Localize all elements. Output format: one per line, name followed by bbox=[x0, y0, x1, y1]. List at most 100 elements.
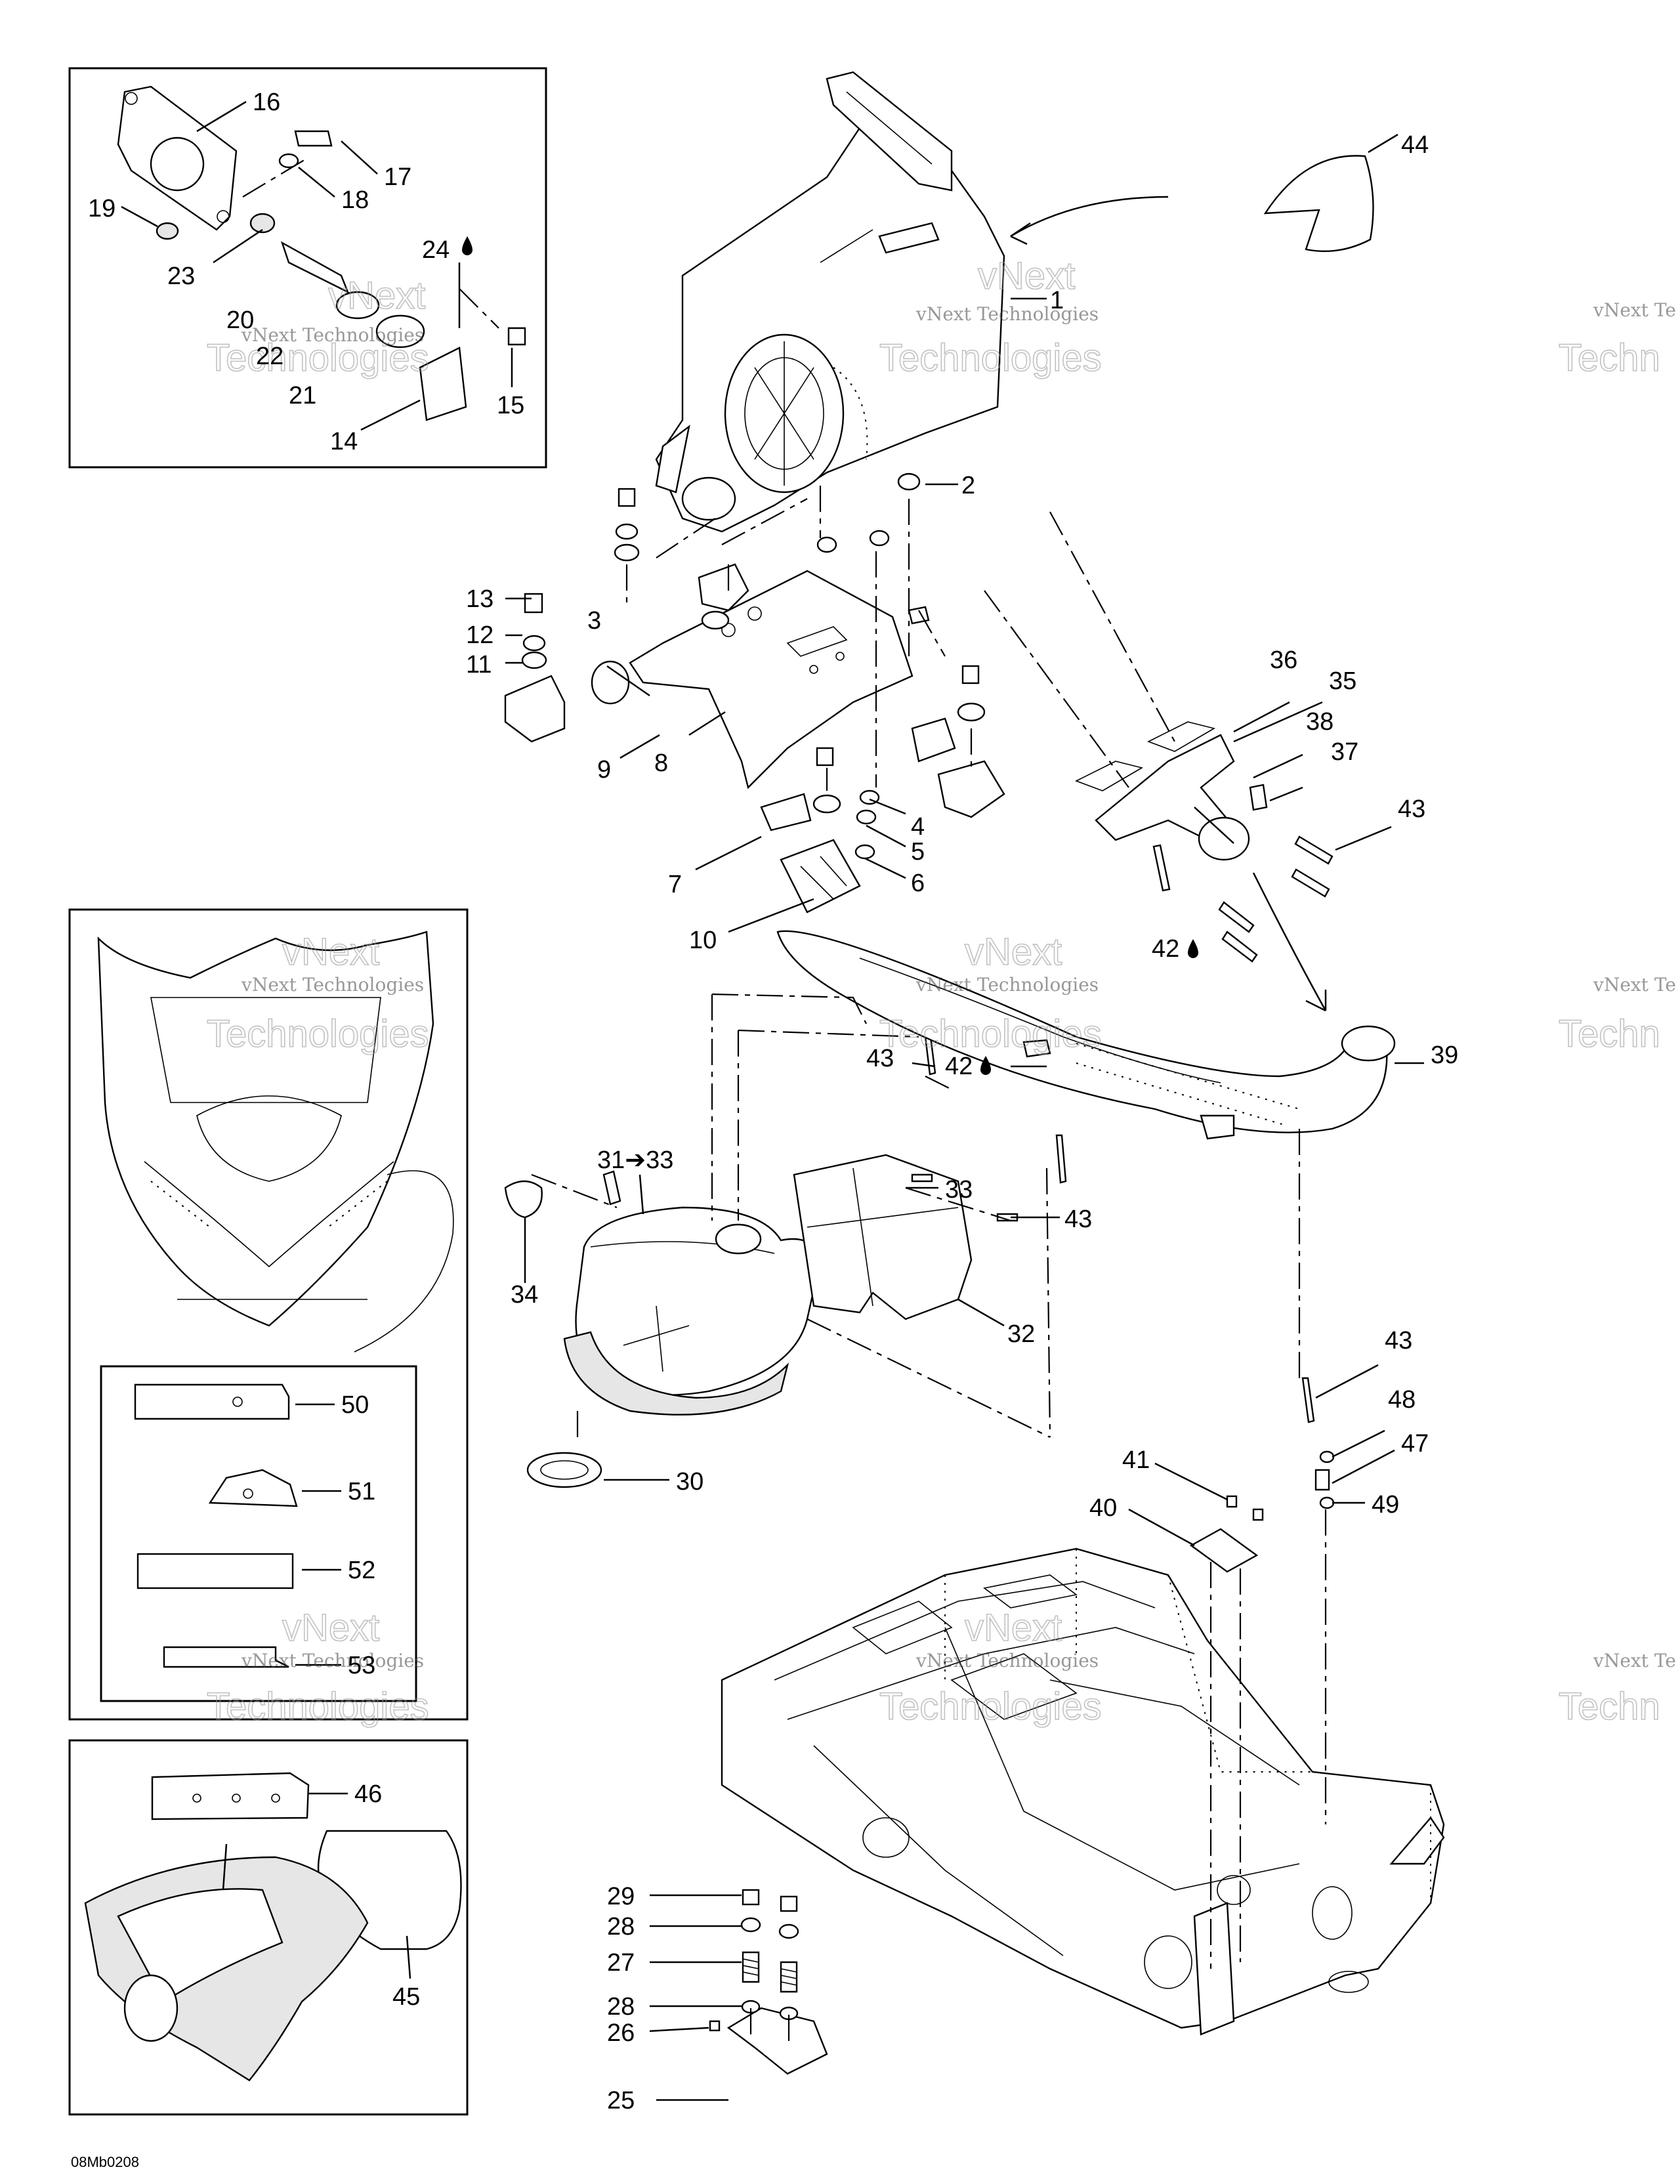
callout-44: 44 bbox=[1401, 131, 1429, 159]
callout-27: 27 bbox=[607, 1949, 635, 1977]
callout-15: 15 bbox=[497, 392, 524, 419]
watermark-text: vNext Technologies bbox=[915, 1650, 1099, 1671]
drop-icon-42b bbox=[980, 1056, 991, 1075]
callout-52: 52 bbox=[348, 1557, 375, 1584]
callout-19: 19 bbox=[88, 195, 116, 222]
callout-6: 6 bbox=[911, 870, 925, 897]
watermark-large: vNext bbox=[965, 931, 1062, 973]
callout-7: 7 bbox=[668, 871, 682, 898]
watermark-large: vNext bbox=[965, 1606, 1062, 1649]
callout-31-33: 31➔33 bbox=[597, 1146, 673, 1174]
watermark-large: Technologies bbox=[207, 337, 429, 379]
watermark-large: vNext bbox=[978, 255, 1075, 297]
engine-mount-hardware bbox=[504, 472, 1005, 914]
engine bbox=[655, 71, 1005, 533]
callout-20: 20 bbox=[226, 306, 254, 334]
watermark-large-edge: Techn bbox=[1559, 1013, 1660, 1055]
callout-labels: 16 17 18 19 23 24 20 22 21 15 14 1 44 2 … bbox=[71, 89, 1458, 2170]
callout-9: 9 bbox=[597, 756, 611, 784]
engine-assembly-lines bbox=[625, 486, 1175, 791]
part-44-cover bbox=[1263, 155, 1374, 253]
watermark-large: Technologies bbox=[879, 1013, 1102, 1055]
hood-inset-drawing bbox=[97, 931, 454, 1353]
callout-21: 21 bbox=[289, 382, 316, 410]
callout-38: 38 bbox=[1306, 708, 1334, 736]
callout-14: 14 bbox=[330, 428, 358, 455]
callout-37: 37 bbox=[1331, 738, 1358, 766]
watermark-text-edge: vNext Te bbox=[1593, 974, 1676, 996]
callout-53: 53 bbox=[348, 1652, 375, 1679]
watermark-large-edge: Techn bbox=[1559, 337, 1660, 379]
callout-43c: 43 bbox=[1064, 1206, 1092, 1233]
callout-5: 5 bbox=[911, 838, 925, 866]
watermarks: vNext Technologies vNext Technologies vN… bbox=[206, 254, 1676, 1729]
callout-28a: 28 bbox=[607, 1913, 635, 1941]
callout-39: 39 bbox=[1431, 1041, 1458, 1069]
watermark-text: vNext Technologies bbox=[241, 324, 424, 346]
watermark-large: Technologies bbox=[207, 1013, 429, 1055]
callout-24: 24 bbox=[422, 236, 450, 264]
callout-13: 13 bbox=[466, 585, 494, 613]
watermark-large: Technologies bbox=[207, 1685, 429, 1728]
callout-42a: 42 bbox=[1152, 935, 1179, 963]
callout-43a: 43 bbox=[1398, 795, 1425, 823]
callout-29: 29 bbox=[607, 1883, 635, 1910]
callout-35: 35 bbox=[1329, 667, 1356, 695]
decal-shapes bbox=[134, 1383, 298, 1668]
bracket-hardware bbox=[709, 1889, 828, 2075]
chassis-frame bbox=[721, 1547, 1445, 2036]
drawing-code: 08Mb0208 bbox=[71, 2154, 139, 2170]
callout-46: 46 bbox=[354, 1780, 382, 1808]
callout-1: 1 bbox=[1050, 287, 1064, 314]
callout-34: 34 bbox=[511, 1281, 538, 1309]
watermark-large: vNext bbox=[328, 274, 425, 317]
callout-40: 40 bbox=[1089, 1494, 1117, 1522]
callout-42b: 42 bbox=[945, 1053, 973, 1080]
callout-26: 26 bbox=[607, 2019, 635, 2047]
watermark-text: vNext Technologies bbox=[915, 974, 1099, 996]
callout-23: 23 bbox=[167, 262, 195, 290]
callout-3: 3 bbox=[587, 607, 601, 635]
belly-pan-inset-drawing bbox=[84, 1772, 462, 2082]
arrow-head-44 bbox=[1010, 222, 1031, 245]
callout-50: 50 bbox=[341, 1391, 369, 1419]
callout-28b: 28 bbox=[607, 1993, 635, 2021]
watermark-large: vNext bbox=[282, 931, 379, 973]
watermark-text: vNext Technologies bbox=[241, 974, 424, 996]
callout-4: 4 bbox=[911, 813, 925, 841]
watermark-large: Technologies bbox=[879, 337, 1102, 379]
watermark-large: vNext bbox=[282, 1606, 379, 1649]
callout-41: 41 bbox=[1122, 1446, 1150, 1474]
watermark-text: vNext Technologies bbox=[241, 1650, 424, 1671]
lubricant-drop-icons bbox=[462, 236, 1198, 1075]
callout-2: 2 bbox=[961, 472, 975, 499]
engine-mount-inset-drawing bbox=[117, 85, 526, 421]
callout-18: 18 bbox=[341, 186, 369, 214]
callout-16: 16 bbox=[253, 89, 280, 116]
callout-30: 30 bbox=[676, 1468, 704, 1496]
callout-32: 32 bbox=[1007, 1320, 1035, 1348]
callout-47: 47 bbox=[1401, 1430, 1429, 1458]
muffler-assembly bbox=[504, 1154, 1018, 1488]
callout-8: 8 bbox=[654, 749, 668, 777]
tuned-pipe bbox=[776, 872, 1396, 1140]
arrow-44 bbox=[1010, 196, 1169, 238]
callout-43b: 43 bbox=[866, 1045, 894, 1072]
watermark-large: Technologies bbox=[879, 1685, 1102, 1728]
drop-icon-24 bbox=[462, 236, 472, 255]
exhaust-manifold bbox=[1075, 721, 1268, 892]
inset-box-engine-mount bbox=[68, 67, 547, 469]
muffler-assembly-lines bbox=[531, 993, 1051, 1444]
exhaust-springs bbox=[924, 835, 1334, 1423]
callout-48: 48 bbox=[1388, 1386, 1416, 1414]
leader-lines bbox=[121, 100, 1424, 2101]
watermark-text-edge: vNext Te bbox=[1593, 299, 1676, 321]
inset-box-hood bbox=[68, 908, 469, 1721]
inset-box-belly-pan bbox=[68, 1739, 469, 2116]
callout-51: 51 bbox=[348, 1478, 375, 1505]
callout-43d: 43 bbox=[1385, 1327, 1412, 1354]
inset-box-decals bbox=[100, 1365, 417, 1702]
callout-49: 49 bbox=[1372, 1491, 1399, 1519]
watermark-text: vNext Technologies bbox=[915, 303, 1099, 325]
